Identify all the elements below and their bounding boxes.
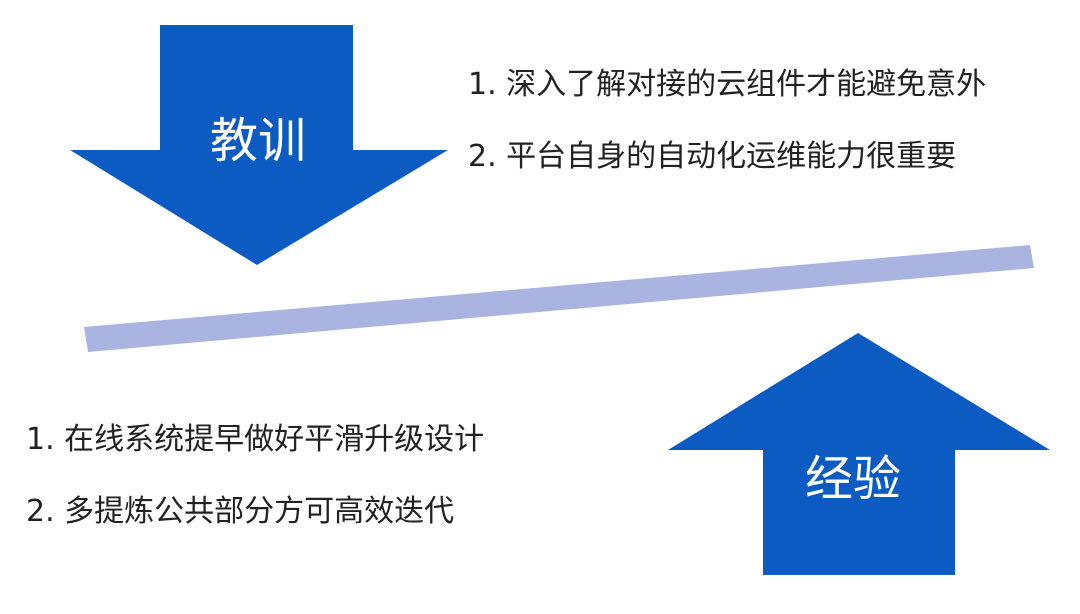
experience-items: 1. 在线系统提早做好平滑升级设计 2. 多提炼公共部分方可高效迭代 bbox=[26, 425, 484, 527]
lesson-label: 教训 bbox=[210, 113, 307, 169]
experience-up-arrow bbox=[668, 333, 1050, 575]
lesson-down-arrow bbox=[70, 25, 448, 265]
lesson-items: 1. 深入了解对接的云组件才能避免意外 2. 平台自身的自动化运维能力很重要 bbox=[468, 70, 986, 172]
experience-label: 经验 bbox=[805, 451, 902, 507]
lesson-item-1: 1. 深入了解对接的云组件才能避免意外 bbox=[468, 67, 987, 102]
balance-bar bbox=[84, 245, 1034, 352]
experience-item-2: 2. 多提炼公共部分方可高效迭代 bbox=[26, 494, 455, 529]
lesson-item-2: 2. 平台自身的自动化运维能力很重要 bbox=[468, 139, 957, 174]
experience-item-1: 1. 在线系统提早做好平滑升级设计 bbox=[26, 422, 485, 457]
